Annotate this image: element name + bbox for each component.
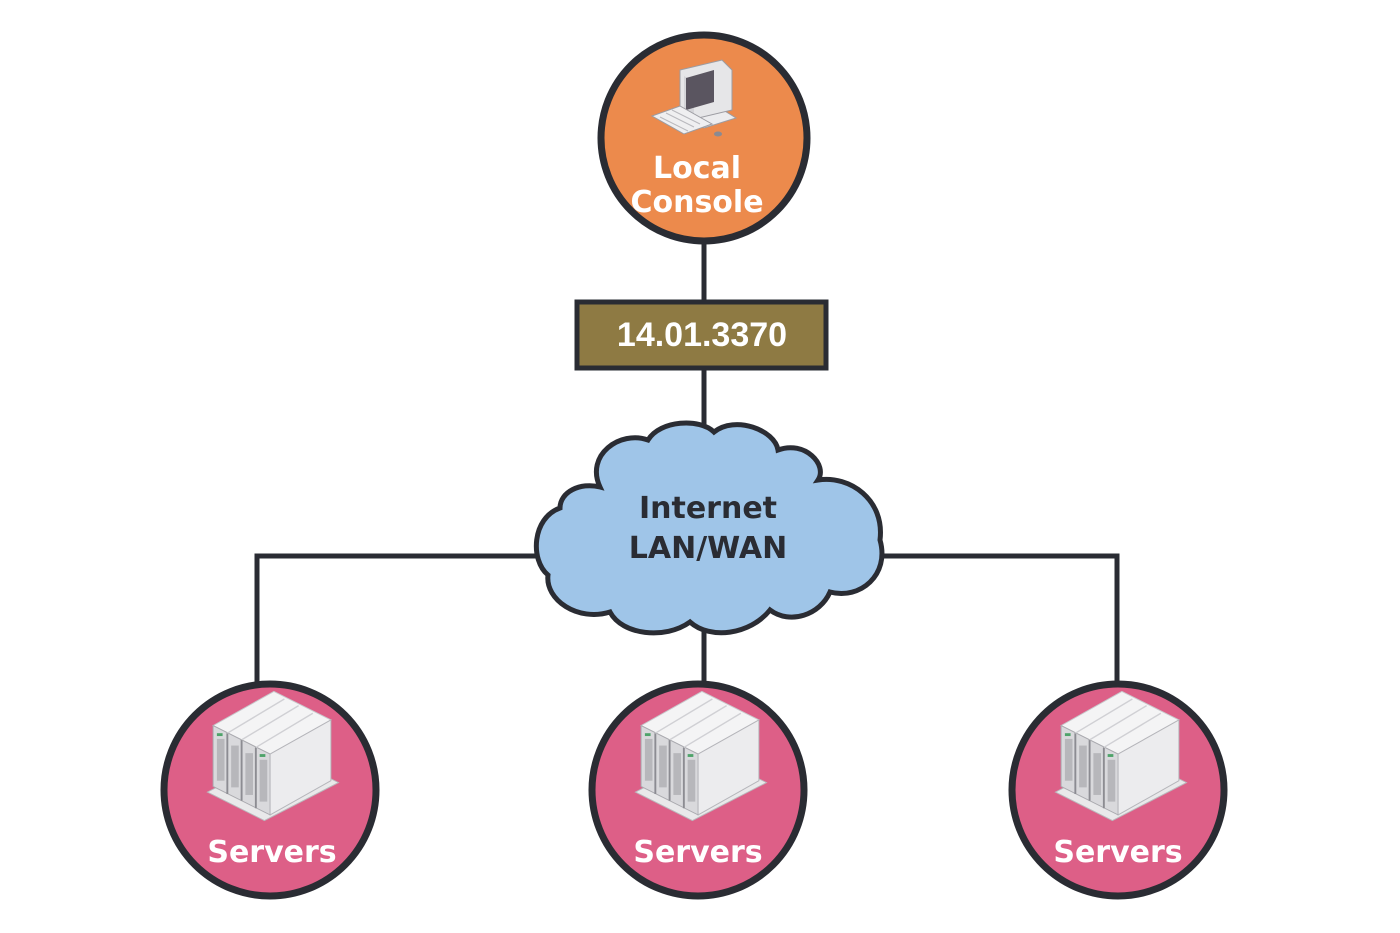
- version-box-rect: [574, 299, 829, 371]
- server-label: Servers: [633, 835, 762, 870]
- server-label: Servers: [1053, 835, 1182, 870]
- console-circle: [597, 31, 811, 245]
- console-label-line1: Local: [653, 151, 741, 186]
- server-node-left[interactable]: Servers: [160, 680, 380, 900]
- connector-cloud-server-left: [254, 553, 540, 685]
- server-node-right[interactable]: Servers: [1008, 680, 1228, 900]
- version-label: 14.01.3370: [617, 316, 787, 354]
- connector-cloud-server-right: [880, 553, 1120, 685]
- server-node-center[interactable]: Servers: [588, 680, 808, 900]
- network-cloud[interactable]: Internet LAN/WAN: [533, 420, 885, 636]
- network-label-line1: Internet: [639, 491, 777, 526]
- desktop-computer-icon: [650, 59, 738, 137]
- cloud-icon: [533, 420, 885, 636]
- console-label-line2: Console: [630, 185, 763, 220]
- console-node[interactable]: Local Console: [597, 31, 811, 245]
- network-label-line2: LAN/WAN: [629, 531, 787, 566]
- server-label: Servers: [207, 835, 336, 870]
- version-box: 14.01.3370: [574, 299, 829, 371]
